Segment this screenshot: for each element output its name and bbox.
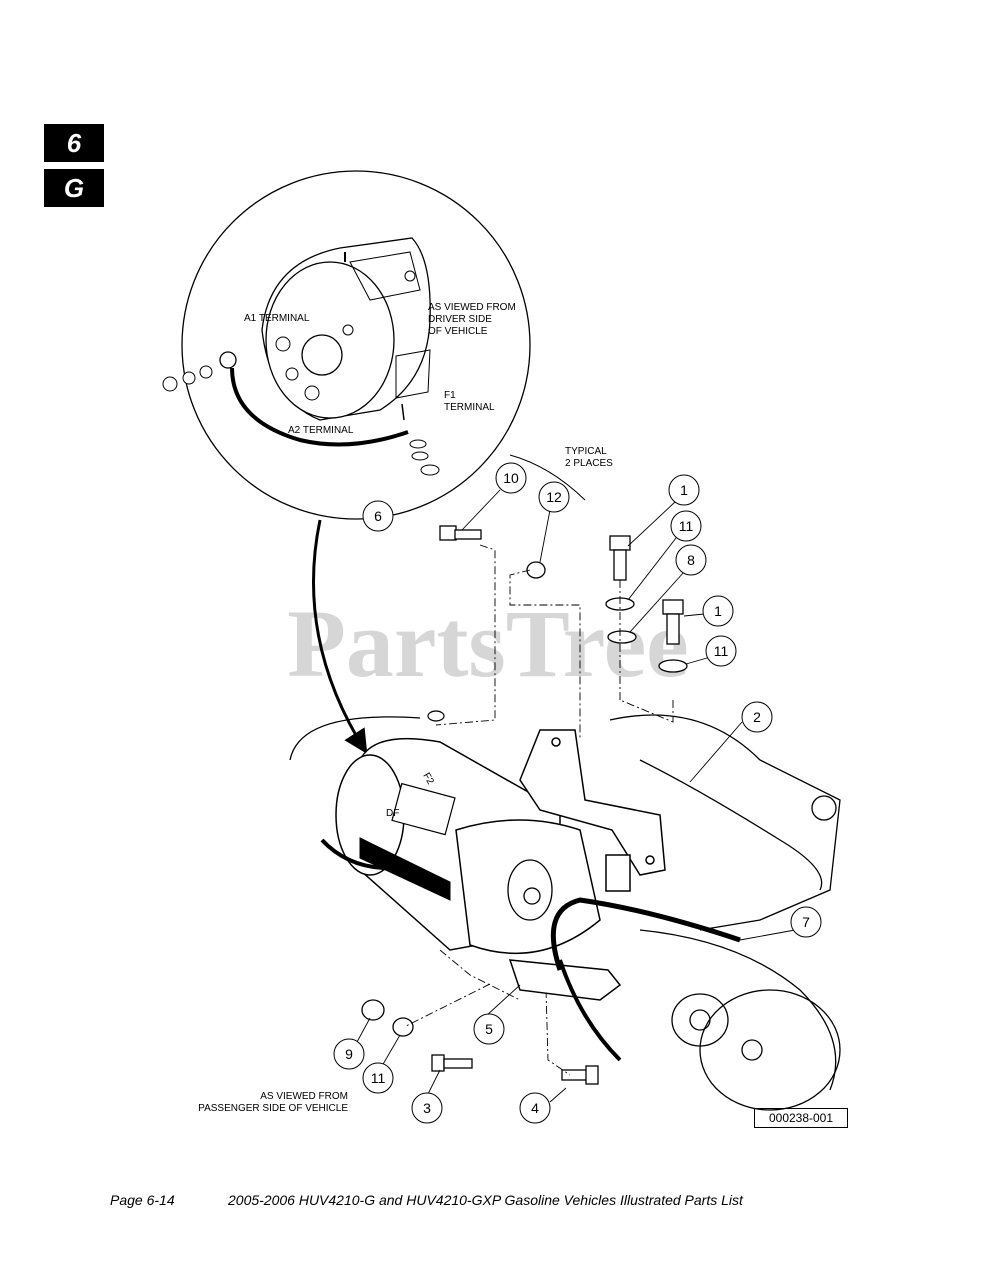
f1-terminal-label-line1: F1 xyxy=(444,390,456,401)
inset-leader-arrow xyxy=(312,519,368,755)
lower-bracket xyxy=(508,959,622,1001)
callout-1-second: 1 xyxy=(714,603,722,619)
df-terminal-label: DF xyxy=(386,808,399,819)
cable-7 xyxy=(550,897,741,971)
f1-terminal-label-line2: TERMINAL xyxy=(444,402,495,413)
engine-outline xyxy=(609,714,841,1111)
driver-view-label-line3: OF VEHICLE xyxy=(428,326,488,337)
figure-id-box: 000238-001 xyxy=(754,1108,848,1128)
passenger-view-label-line2: PASSENGER SIDE OF VEHICLE xyxy=(198,1103,348,1114)
callout-5: 5 xyxy=(485,1021,493,1037)
callout-10: 10 xyxy=(503,470,519,486)
callout-9: 9 xyxy=(345,1046,353,1062)
callout-11-bottom: 11 xyxy=(371,1070,386,1086)
section-tab: 6 xyxy=(44,124,104,162)
typical-label-line2: 2 PLACES xyxy=(565,458,613,469)
assembly-lines xyxy=(403,544,674,1076)
callout-7: 7 xyxy=(802,914,810,930)
callout-8: 8 xyxy=(687,552,695,568)
callout-4: 4 xyxy=(531,1100,539,1116)
callout-12: 12 xyxy=(546,489,562,505)
inset-detail xyxy=(162,170,531,520)
callout-6: 6 xyxy=(374,508,382,524)
callout-2: 2 xyxy=(753,709,761,725)
mounting-bracket xyxy=(519,729,666,892)
passenger-view-label-line1: AS VIEWED FROM xyxy=(260,1091,348,1102)
driver-view-label-line1: AS VIEWED FROM xyxy=(428,302,516,313)
hardware-parts xyxy=(361,525,688,1085)
callout-leaders xyxy=(356,489,796,1103)
typical-label-line1: TYPICAL xyxy=(565,446,607,457)
a2-terminal-label: A2 TERMINAL xyxy=(288,425,354,436)
callout-1-top: 1 xyxy=(680,482,688,498)
callout-11-top: 11 xyxy=(679,518,694,534)
starter-generator-motor xyxy=(289,710,601,955)
callout-circles xyxy=(333,462,822,1124)
callout-3: 3 xyxy=(423,1100,431,1116)
a1-terminal-label: A1 TERMINAL xyxy=(244,313,310,324)
callout-11-second: 11 xyxy=(714,643,729,659)
section-letter-tab: G xyxy=(44,169,104,207)
f2-terminal-label: F2 xyxy=(420,771,436,787)
driver-view-label-line2: DRIVER SIDE xyxy=(428,314,492,325)
footer-document-title: 2005-2006 HUV4210-G and HUV4210-GXP Gaso… xyxy=(228,1192,743,1208)
footer-page-number: Page 6-14 xyxy=(110,1192,175,1208)
